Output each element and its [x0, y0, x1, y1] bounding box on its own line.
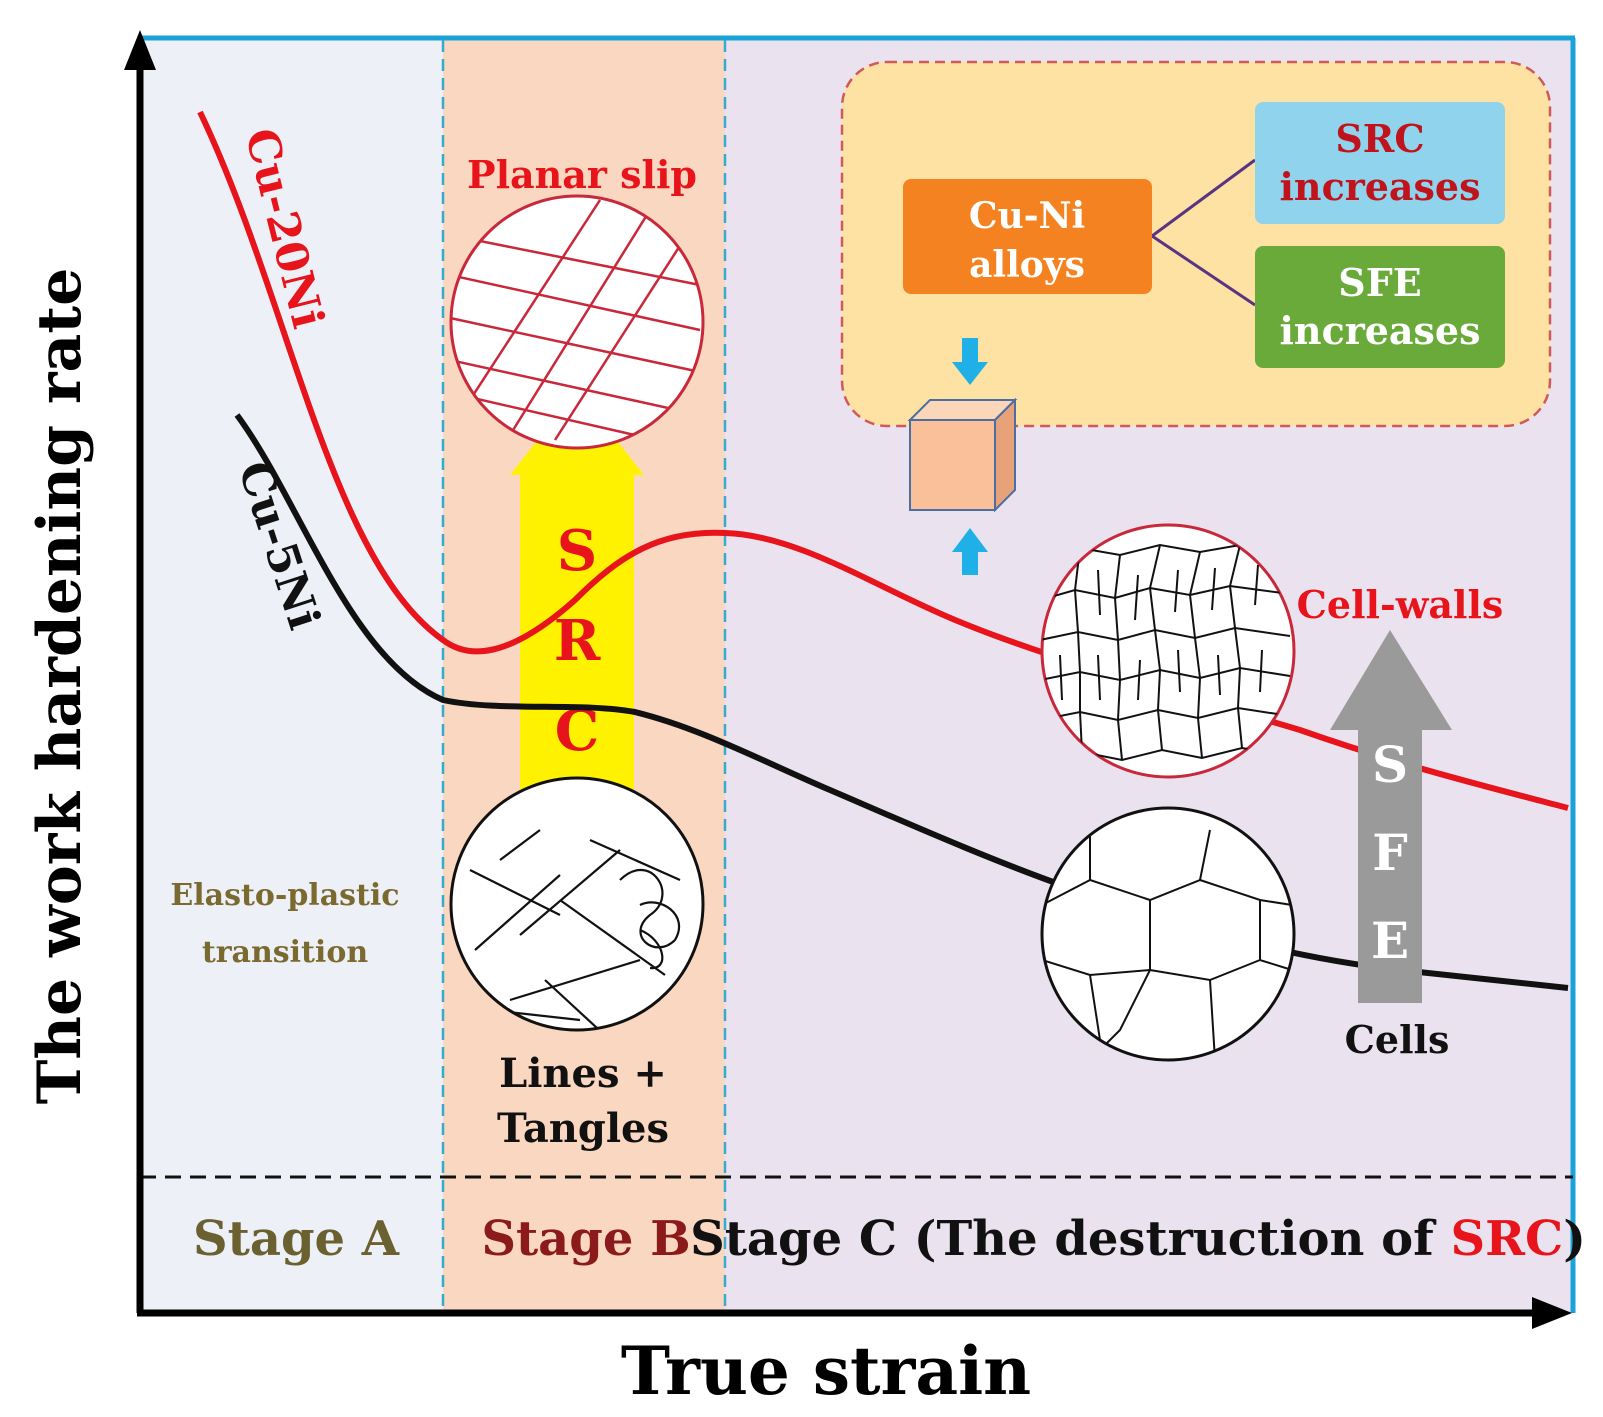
cell-walls-network: [1042, 543, 1291, 762]
src-arrow-letter: R: [554, 608, 601, 674]
compression-arrow-down: [952, 338, 988, 385]
alloy-box-line2: alloys: [969, 244, 1085, 286]
sfe-increases-line1: SFE: [1338, 260, 1421, 305]
sfe-increases-line2: increases: [1280, 308, 1481, 353]
tangles-lines: [469, 829, 681, 1030]
cube-icon: [907, 397, 1018, 513]
planar-slip-lines: [451, 199, 701, 448]
sfe-increases-box: [1255, 246, 1505, 368]
planar-slip-micrograph: [449, 194, 705, 450]
cell-walls-label: Cell-walls: [1297, 582, 1504, 627]
src-increases-line1: SRC: [1335, 116, 1424, 161]
sfe-arrow-letter: E: [1371, 911, 1409, 970]
stage-c-highlight: SRC: [1450, 1211, 1563, 1267]
stage-c-label: Stage C (The destruction of SRC): [690, 1211, 1586, 1267]
src-increases-box: [1255, 102, 1505, 224]
cu20ni-curve: [197, 110, 1569, 811]
lines-tangles-label-line2: Tangles: [497, 1105, 669, 1152]
compression-arrow-up: [952, 528, 988, 575]
tangles-micrograph: [449, 776, 705, 1032]
x-axis-arrowhead: [1532, 1297, 1572, 1329]
sfe-arrow: [1330, 630, 1452, 1003]
inset-branch-upper: [1151, 158, 1256, 238]
src-increases-line2: increases: [1280, 164, 1481, 209]
sfe-arrow-letter: S: [1372, 735, 1408, 794]
y-axis-arrowhead: [124, 30, 156, 70]
y-axis-label: The work hardening rate: [25, 268, 95, 1105]
stage-a-background: [140, 38, 443, 1313]
stage-b-label: Stage B: [481, 1211, 690, 1267]
stage-a-label: Stage A: [193, 1211, 400, 1267]
src-arrow-letter: S: [557, 518, 597, 584]
x-axis-label: True strain: [621, 1332, 1031, 1410]
src-arrow: [510, 390, 644, 820]
cells-micrograph: [1040, 806, 1296, 1062]
alloy-box-line1: Cu-Ni: [969, 195, 1085, 237]
sfe-arrow-letter: F: [1372, 823, 1408, 882]
lines-tangles-label-line1: Lines +: [499, 1050, 667, 1097]
inset-branch-lower: [1151, 234, 1256, 307]
cells-label: Cells: [1345, 1017, 1450, 1062]
transition-note-line1: Elasto-plastic: [170, 878, 399, 913]
planar-slip-label: Planar slip: [467, 152, 697, 197]
transition-note-line2: transition: [202, 935, 368, 970]
alloy-box: [903, 179, 1152, 294]
